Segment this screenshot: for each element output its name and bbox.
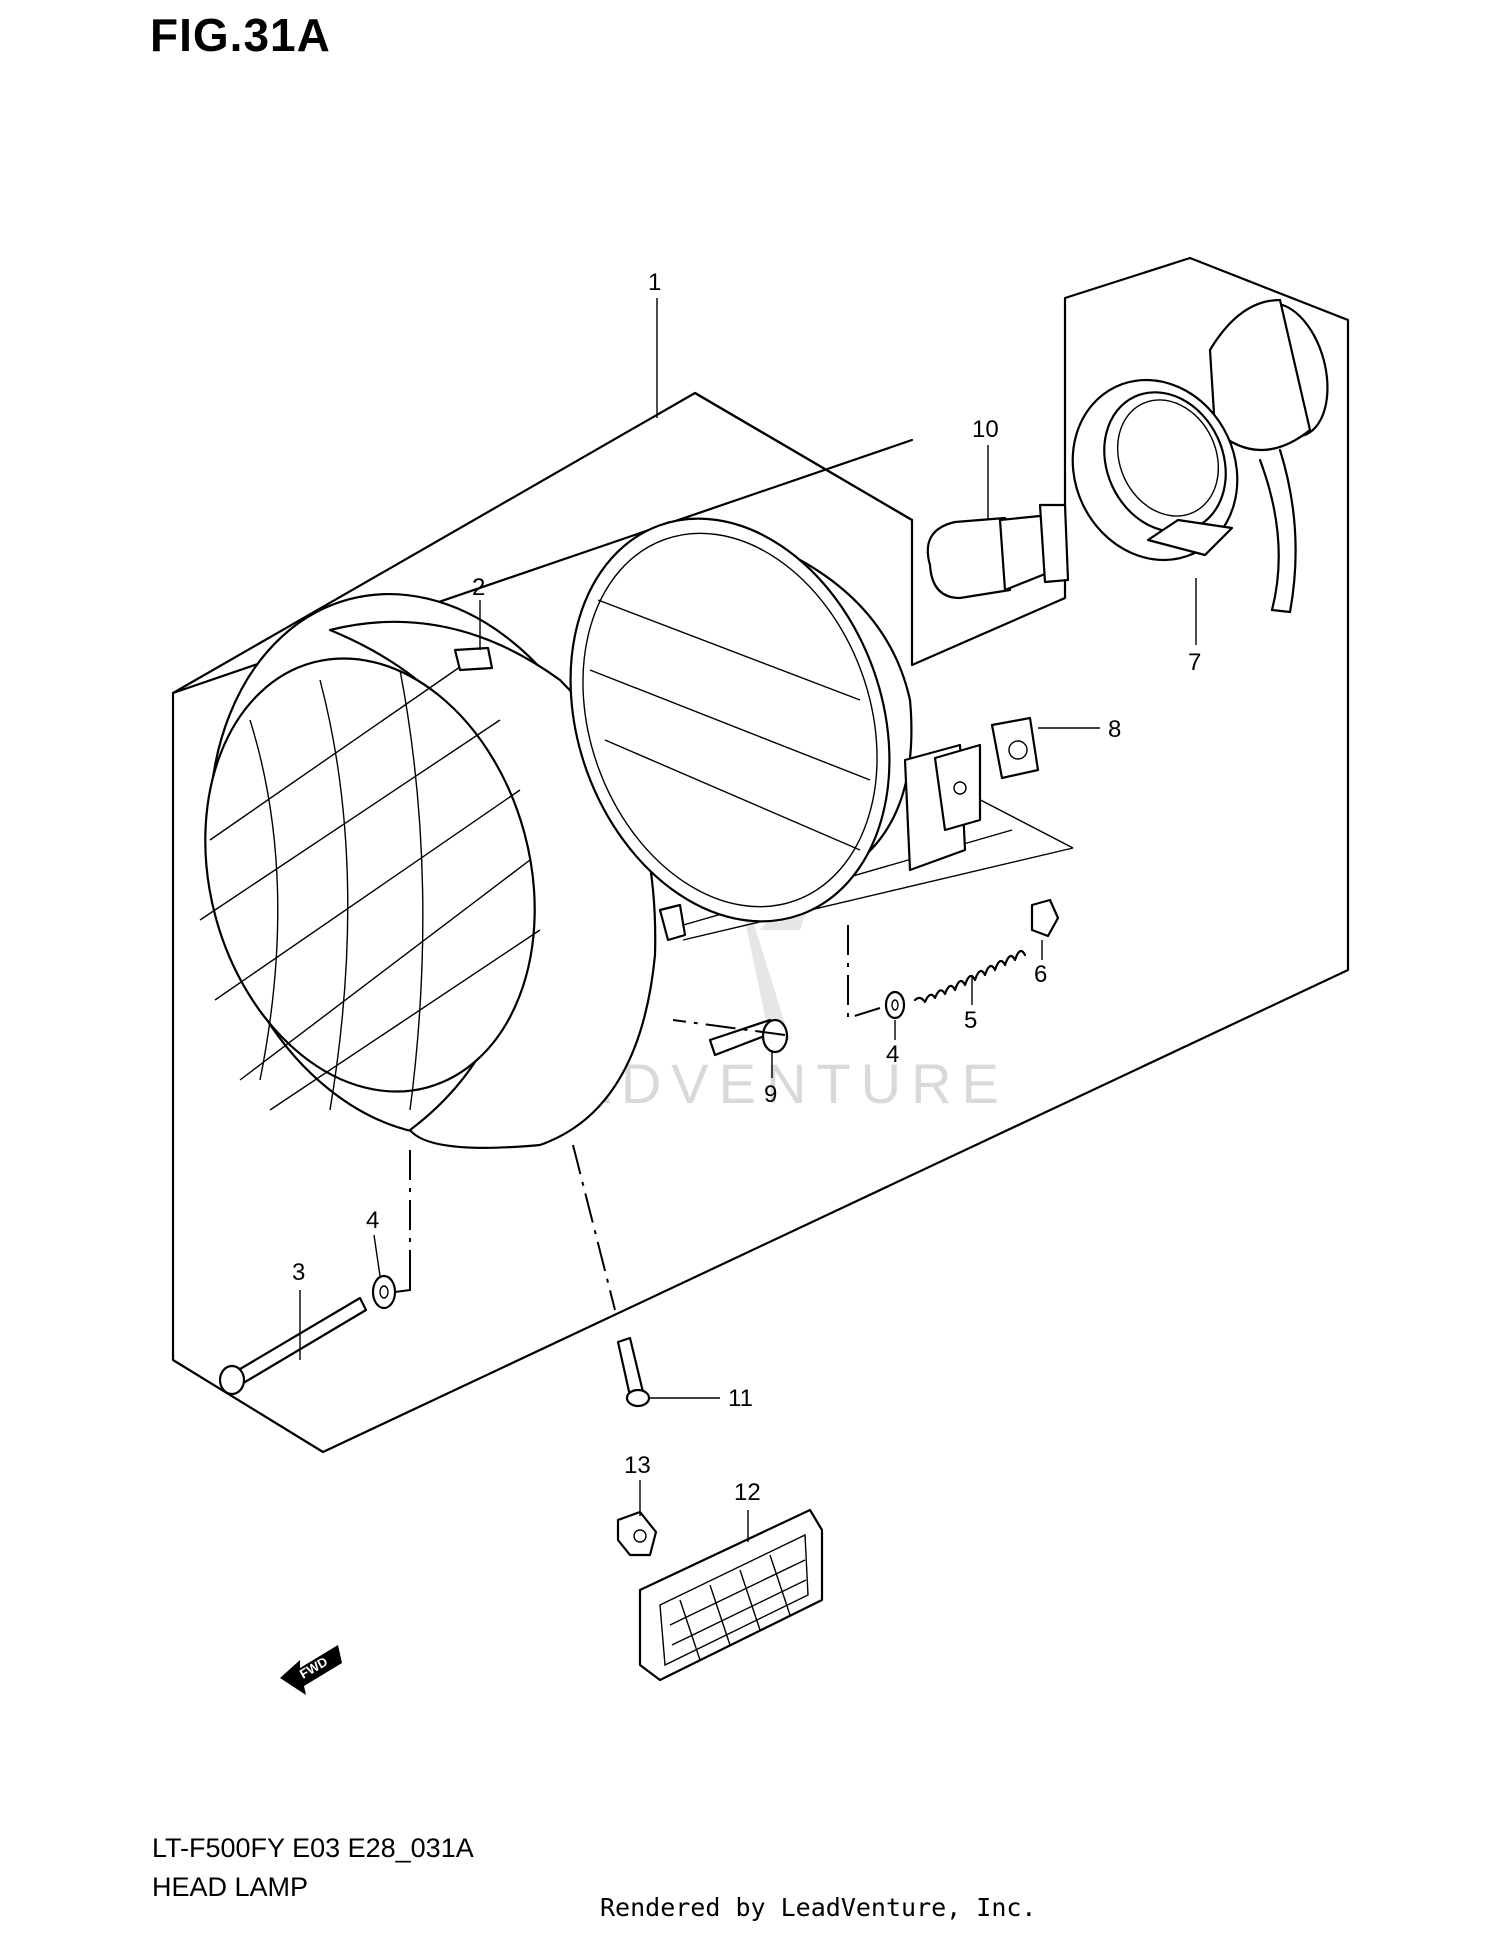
callout-4-lower: 4 <box>366 1207 379 1234</box>
callout-2: 2 <box>472 574 485 601</box>
figure-title: FIG.31A <box>150 9 331 61</box>
leader-lines <box>299 298 1197 1542</box>
part-2-lamp-body <box>199 593 687 1149</box>
part-12-reflector <box>638 1508 824 1682</box>
callout-3: 3 <box>292 1259 305 1286</box>
part-1-lamp-unit <box>569 517 982 923</box>
callout-7: 7 <box>1188 649 1201 676</box>
part-3-bolt <box>218 1296 368 1396</box>
callout-4-upper: 4 <box>886 1041 899 1068</box>
part-5-spring <box>913 949 1027 1004</box>
part-10-bulb <box>926 503 1070 600</box>
part-6-nut <box>1030 898 1060 938</box>
callout-6: 6 <box>1034 961 1047 988</box>
callout-9: 9 <box>764 1081 777 1108</box>
part-13-nut <box>616 1510 658 1557</box>
alignment-lines <box>394 925 881 1311</box>
callout-1: 1 <box>648 269 661 296</box>
callout-8: 8 <box>1108 716 1121 743</box>
callout-10: 10 <box>972 416 999 443</box>
part-9-screw <box>708 1018 789 1057</box>
part-8-clip <box>990 716 1040 780</box>
callout-numbers: 1 2 3 4 4 5 6 7 8 9 10 11 12 13 <box>292 269 1201 1506</box>
callout-12: 12 <box>734 1479 761 1506</box>
part-11-screw <box>616 1336 651 1408</box>
part-7-socket <box>1071 298 1329 614</box>
callout-13: 13 <box>624 1452 651 1479</box>
assembly-name: HEAD LAMP <box>152 1872 309 1902</box>
model-code: LT-F500FY E03 E28_031A <box>152 1833 474 1863</box>
callout-5: 5 <box>964 1007 977 1034</box>
part-4-washer-upper <box>884 990 906 1020</box>
footer-credit: Rendered by LeadVenture, Inc. <box>600 1893 1037 1922</box>
callout-11: 11 <box>728 1385 753 1412</box>
part-4-washer-lower <box>371 1274 397 1310</box>
forward-direction-arrow: FWD <box>280 1645 342 1695</box>
